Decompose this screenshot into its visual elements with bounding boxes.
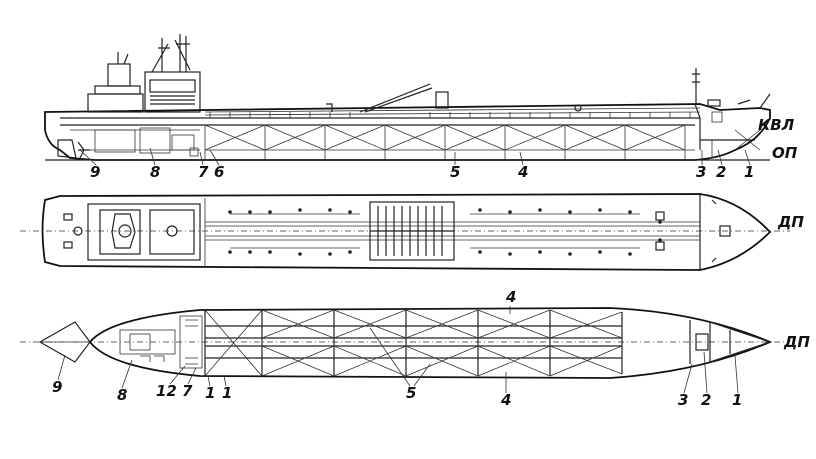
fore-mast: [692, 68, 771, 109]
hold-dp-label: ДП: [783, 333, 810, 351]
engine-room-side: [70, 127, 200, 157]
kvl-label: КВЛ: [758, 116, 795, 134]
hold-callout-1a: 1: [205, 384, 215, 402]
hold-callout-4-top: 4: [505, 288, 516, 306]
cargo-manifold: [369, 201, 455, 261]
superstructure: [87, 63, 201, 113]
deck-railing: [204, 107, 701, 113]
side-callout-2: 2: [716, 163, 726, 181]
hold-engine-room: [119, 315, 203, 369]
deck-piping: [204, 198, 700, 266]
hold-cargo-tanks: [204, 310, 623, 376]
hold-tank-bracing: [204, 309, 623, 377]
deck-superstructure: [87, 203, 201, 261]
side-callout-6: 6: [214, 163, 224, 181]
bow-structure: [700, 111, 761, 158]
hold-callout-1b: 1: [222, 384, 232, 402]
cargo-tanks-side: [204, 124, 686, 160]
fore-deck-equipment: [655, 194, 731, 270]
hold-fore-peak: [689, 320, 772, 364]
propeller: [77, 141, 90, 159]
hold-callout-2: 2: [701, 391, 711, 409]
op-label: ОП: [772, 144, 798, 162]
hold-callout-9: 9: [52, 378, 62, 396]
stern-fittings: [63, 213, 83, 249]
hold-callout-3: 3: [678, 391, 688, 409]
hold-callout-12: 12: [156, 382, 177, 400]
side-callout-3: 3: [696, 163, 706, 181]
side-callout-7: 7: [198, 163, 209, 181]
deck-valves: [228, 208, 662, 256]
side-callout-8: 8: [150, 163, 160, 181]
hold-callout-1: 1: [732, 391, 742, 409]
side-callout-4: 4: [517, 163, 528, 181]
side-view: КВЛ ОП 9 8 7 6 5 4 3 2 1: [44, 34, 798, 181]
hold-callout-5: 5: [406, 384, 416, 402]
hold-plan-outline: [88, 307, 773, 379]
hold-plan-view: ДП 9 8 12 7 1 1 5 4 4 3 2 1: [20, 288, 810, 409]
side-callout-1: 1: [744, 163, 754, 181]
deck-plan-view: ДП: [20, 193, 804, 271]
side-callout-9: 9: [90, 163, 100, 181]
hold-callout-8: 8: [117, 386, 127, 404]
hold-callout-7: 7: [182, 382, 193, 400]
hold-callout-4-bottom: 4: [500, 391, 511, 409]
midship-crane: [326, 83, 582, 113]
deck-plan-outline: [41, 193, 772, 271]
rudder: [57, 139, 77, 159]
masts-and-cranes: [117, 34, 191, 73]
deck-dp-label: ДП: [777, 213, 804, 231]
side-callout-5: 5: [450, 163, 460, 181]
